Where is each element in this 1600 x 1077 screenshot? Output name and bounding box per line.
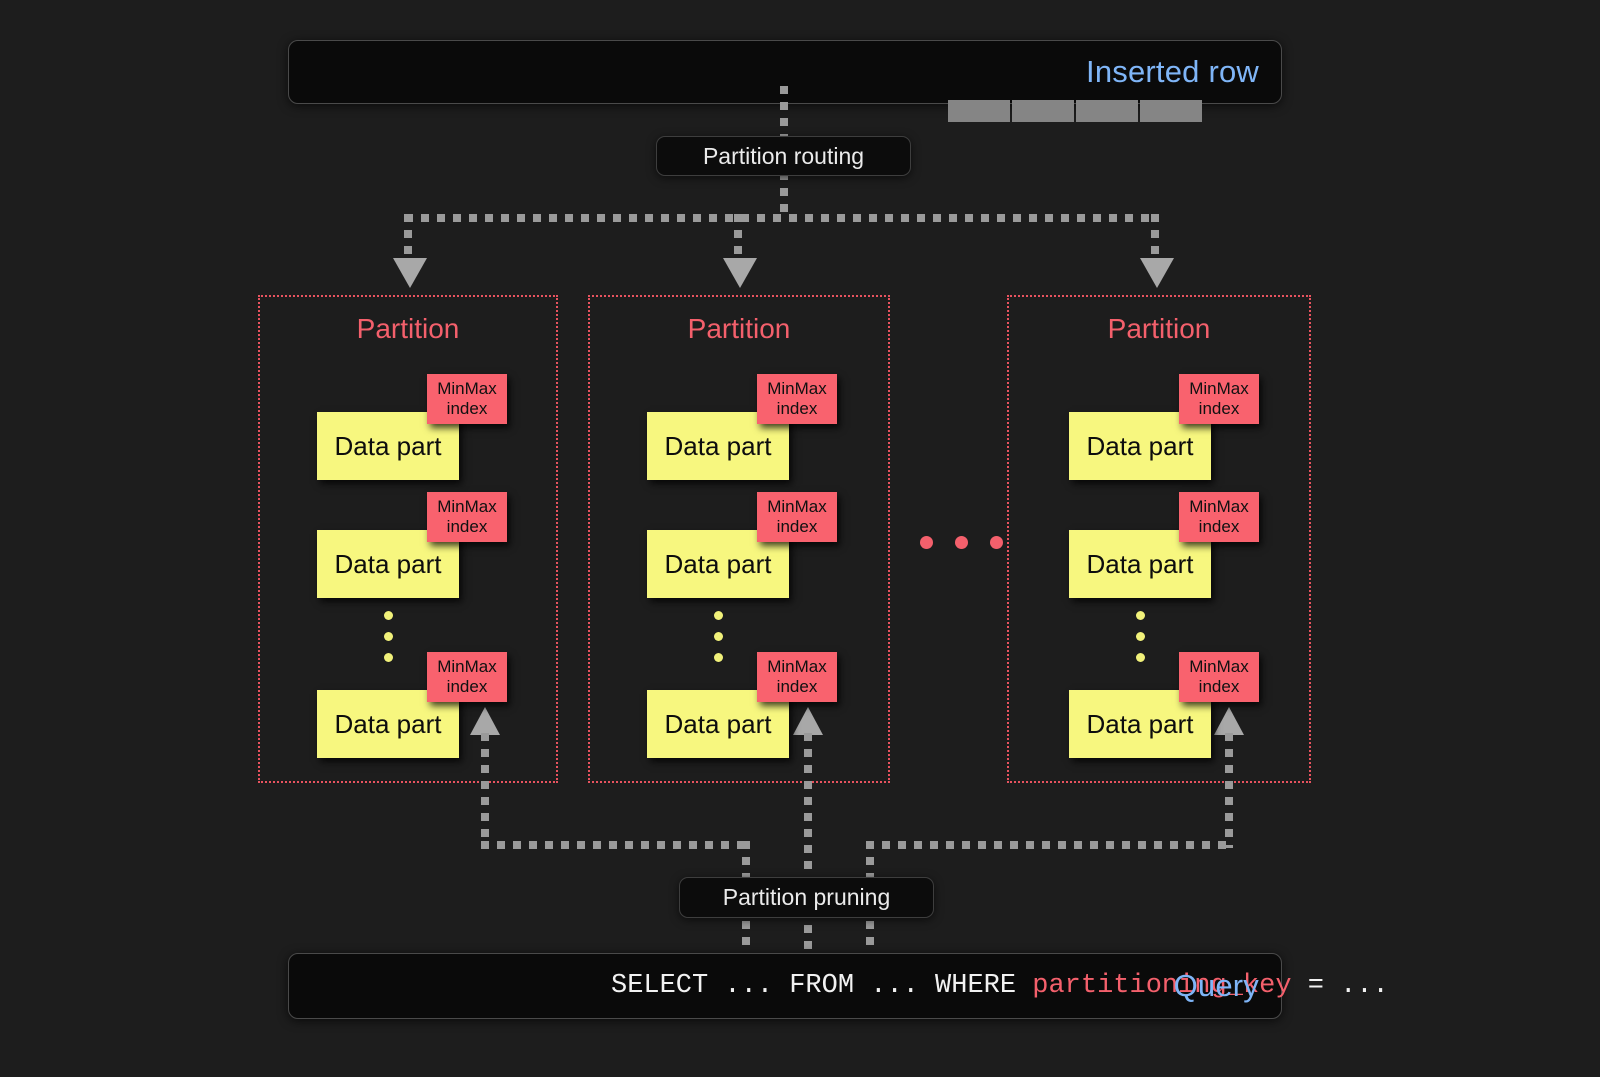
connector-pruning-to-partition-3: [1225, 733, 1233, 848]
connector-routing-to-partition-3: [1151, 214, 1159, 262]
arrow-down-icon: [723, 258, 757, 288]
arrow-up-icon: [793, 707, 823, 735]
data-part-ellipsis: [714, 611, 723, 662]
row-cell: [1076, 100, 1138, 122]
minmax-line-2: index: [1198, 677, 1240, 696]
minmax-line-1: MinMax: [1189, 379, 1249, 399]
connector-routing-down: [780, 172, 788, 220]
minmax-line-2: index: [776, 399, 818, 418]
minmax-line-1: MinMax: [437, 379, 497, 399]
inserted-row-label: Inserted row: [1086, 54, 1259, 89]
inserted-row-banner: Inserted row: [288, 40, 1282, 122]
connector-routing-to-partition-2: [734, 214, 742, 262]
query-partitioning-key: partitioning_key: [1032, 971, 1292, 1001]
partition-title: Partition: [687, 313, 791, 344]
connector-pruning-to-partition-1: [481, 733, 489, 848]
minmax-line-2: index: [1198, 517, 1240, 536]
query-label: Query: [1173, 968, 1259, 1003]
data-part-box[interactable]: Data part: [317, 412, 459, 480]
ellipsis-dot: [384, 653, 393, 662]
row-cell: [1140, 100, 1202, 122]
query-prefix: SELECT ... FROM ... WHERE: [611, 971, 1033, 1001]
pruning-bus-left: [481, 841, 747, 849]
ellipsis-dot: [1136, 611, 1145, 620]
minmax-line-1: MinMax: [437, 657, 497, 677]
arrow-down-icon: [393, 258, 427, 288]
ellipsis-dot: [955, 536, 968, 549]
partition-title: Partition: [356, 313, 460, 344]
partition-pruning-box[interactable]: Partition pruning: [679, 877, 934, 918]
query-suffix: = ...: [1291, 971, 1389, 1001]
connector-pruning-to-partition-2: [804, 733, 812, 983]
minmax-line-2: index: [776, 517, 818, 536]
ellipsis-dot: [920, 536, 933, 549]
minmax-line-2: index: [1198, 399, 1240, 418]
ellipsis-dot: [714, 611, 723, 620]
minmax-line-1: MinMax: [1189, 657, 1249, 677]
data-part-box[interactable]: Data part: [1069, 412, 1211, 480]
connector-insert-to-routing: [780, 86, 788, 138]
data-part-ellipsis: [384, 611, 393, 662]
arrow-up-icon: [470, 707, 500, 735]
data-part-box[interactable]: Data part: [317, 690, 459, 758]
ellipsis-dot: [384, 611, 393, 620]
ellipsis-dot: [714, 632, 723, 641]
minmax-line-1: MinMax: [437, 497, 497, 517]
row-cell: [1012, 100, 1074, 122]
minmax-line-1: MinMax: [767, 657, 827, 677]
minmax-line-1: MinMax: [1189, 497, 1249, 517]
ellipsis-dot: [1136, 653, 1145, 662]
pruning-bus-right: [866, 841, 1229, 849]
connector-routing-to-partition-1: [404, 214, 412, 262]
arrow-down-icon: [1140, 258, 1174, 288]
minmax-line-2: index: [446, 399, 488, 418]
routing-bus-horizontal: [405, 214, 1157, 222]
ellipsis-dot: [714, 653, 723, 662]
partition-title: Partition: [1107, 313, 1211, 344]
ellipsis-dot: [990, 536, 1003, 549]
query-banner: SELECT ... FROM ... WHERE partitioning_k…: [288, 953, 1389, 1019]
partition-ellipsis: [920, 536, 1003, 549]
minmax-line-2: index: [446, 677, 488, 696]
partition-routing-box[interactable]: Partition routing: [656, 136, 911, 176]
minmax-line-2: index: [776, 677, 818, 696]
data-part-ellipsis: [1136, 611, 1145, 662]
ellipsis-dot: [1136, 632, 1145, 641]
query-text: SELECT ... FROM ... WHERE partitioning_k…: [611, 971, 1389, 1001]
minmax-line-2: index: [446, 517, 488, 536]
arrow-up-icon: [1214, 707, 1244, 735]
minmax-line-1: MinMax: [767, 497, 827, 517]
ellipsis-dot: [384, 632, 393, 641]
row-cell: [948, 100, 1010, 122]
minmax-line-1: MinMax: [767, 379, 827, 399]
inserted-row-cells: [948, 100, 1202, 122]
